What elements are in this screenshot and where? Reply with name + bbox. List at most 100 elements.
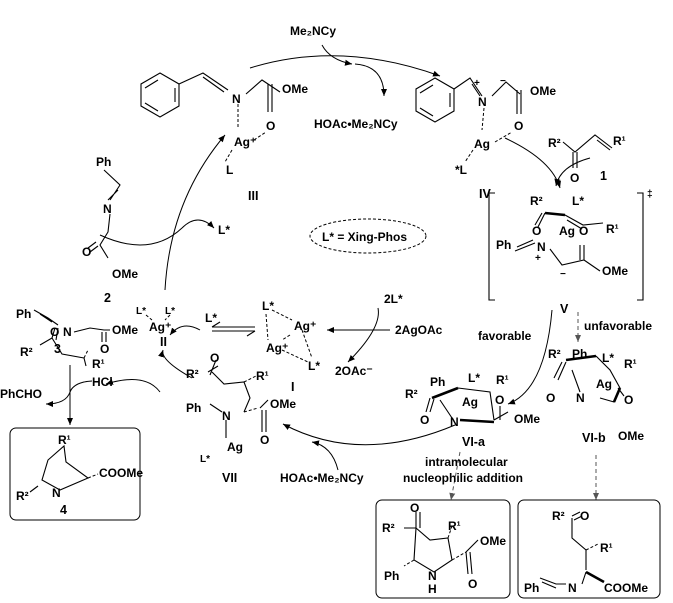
atom-label: R¹ [606, 222, 619, 236]
atom-label: R¹ [92, 357, 105, 371]
compound-2-imine: Ph N O OMe 2 [82, 155, 138, 305]
reagent-agoac: 2AgOAc [395, 323, 443, 337]
atom-label: OMe [618, 429, 644, 443]
atom-label: L [226, 163, 233, 177]
atom-label: R² [405, 387, 418, 401]
ligand-definition: L* = Xing-Phos [322, 230, 407, 244]
atom-label: OMe [270, 397, 296, 411]
byproduct-oac: 2OAc⁻ [335, 364, 373, 378]
reagent-hoac-top: HOAc•Me₂NCy [314, 117, 398, 131]
atom-label: O [210, 351, 219, 365]
atom-label: Ag [559, 224, 575, 238]
atom-label: L* [572, 194, 584, 208]
atom-label: L* [468, 371, 480, 385]
atom-label: L* [165, 306, 175, 317]
atom-label: COOMe [604, 581, 648, 595]
atom-label: OMe [530, 84, 556, 98]
atom-label: O [624, 393, 633, 407]
atom-label: N [103, 202, 112, 216]
atom-label: Ag [474, 137, 490, 151]
label-v: V [560, 302, 569, 316]
atom-label: Ph [384, 569, 399, 583]
atom-label: R² [20, 345, 33, 359]
byproduct-phcho: PhCHO [0, 387, 42, 401]
product-open-chain-box: R² O R¹ Ph N COOMe [517, 499, 661, 599]
atom-label: O [260, 433, 269, 447]
label-ii: II [160, 335, 167, 349]
atom-label: R¹ [448, 519, 461, 533]
atom-label: Ph [16, 307, 31, 321]
atom-label: Ph [96, 155, 111, 169]
atom-label: Ag [462, 395, 478, 409]
atom-label: COOMe [99, 466, 143, 480]
intermediate-vi-a: R² Ph L* R¹ Ag O O N OMe VI-a [405, 371, 540, 449]
atom-label: OMe [112, 267, 138, 281]
atom-label: R² [186, 367, 199, 381]
label-iv: IV [479, 187, 491, 201]
atom-label: O [266, 119, 275, 133]
dimer-i: L* Ag⁺ Ag⁺ L* I [262, 299, 320, 394]
intermediate-iii: N OMe O Ag⁺ L III [140, 72, 308, 203]
atom-label: O [420, 413, 429, 427]
atom-label: Ph [572, 347, 587, 361]
atom-label: R¹ [624, 357, 637, 371]
atom-label: R¹ [496, 373, 509, 387]
atom-label: Ag⁺ [149, 320, 171, 334]
atom-label: R² [382, 521, 395, 535]
label-vi-b: VI-b [582, 431, 606, 445]
atom-label: N [576, 391, 585, 405]
compound-1-enone: R² R¹ O 1 [548, 134, 626, 185]
atom-label: O [546, 391, 555, 405]
ligand-definition-ellipse [309, 218, 427, 254]
atom-label: R¹ [256, 369, 269, 383]
annotation-intramolecular: intramolecular [425, 455, 508, 469]
atom-label: Ag⁺ [234, 135, 256, 149]
atom-label: N [63, 325, 72, 339]
atom-label: R¹ [600, 541, 613, 555]
reagent-hoac-bottom: HOAc•Me₂NCy [280, 471, 364, 485]
atom-label: O [468, 577, 477, 591]
atom-label: O [410, 501, 419, 515]
atom-label: R² [530, 194, 543, 208]
intermediate-vi-b: R² Ph L* R¹ Ag O N O OMe VI-b [546, 347, 644, 445]
atom-label: OMe [480, 534, 506, 548]
atom-label: O [579, 224, 588, 238]
atom-label: Ag [227, 440, 243, 454]
atom-label: Ag⁺ [294, 319, 316, 333]
intermediate-iv: N + − OMe O Ag *L IV [415, 76, 556, 201]
label-vii: VII [222, 471, 237, 485]
atom-label: R¹ [58, 433, 71, 447]
annotation-nucleophilic-addition: nucleophilic addition [403, 471, 523, 485]
atom-label: N [232, 92, 241, 106]
atom-label: OMe [112, 323, 138, 337]
atom-label: OMe [282, 82, 308, 96]
atom-label: N [222, 409, 231, 423]
atom-label: Ph [496, 238, 511, 252]
atom-label: Ph [186, 401, 201, 415]
reagent-2l: 2L* [384, 292, 403, 306]
atom-label: Ag⁺ [266, 341, 288, 355]
atom-label: L* [602, 351, 614, 365]
atom-label: L* [308, 359, 320, 373]
ligand-release: L* [218, 223, 230, 237]
atom-label: N [52, 486, 61, 500]
atom-label: *L [455, 163, 467, 177]
atom-label: − [500, 76, 506, 87]
product-pyrrolidine-box: O R² R¹ OMe Ph N H O [375, 499, 511, 599]
atom-label: Ag [596, 377, 612, 391]
compound-3: R² O R¹ Ph N OMe O 3 [16, 307, 138, 371]
atom-label: O [100, 342, 109, 356]
atom-label: L* [136, 306, 146, 317]
atom-label: O [82, 245, 91, 259]
transition-state-symbol: ‡ [647, 189, 653, 200]
atom-label: R² [548, 136, 561, 150]
label-2: 2 [104, 291, 111, 305]
atom-label: O [532, 224, 541, 238]
label-vi-a: VI-a [462, 435, 486, 449]
atom-label: O [50, 325, 59, 339]
atom-label: O [580, 509, 589, 523]
annotation-favorable: favorable [478, 329, 532, 343]
atom-label: R¹ [613, 134, 626, 148]
annotation-unfavorable: unfavorable [584, 319, 652, 333]
